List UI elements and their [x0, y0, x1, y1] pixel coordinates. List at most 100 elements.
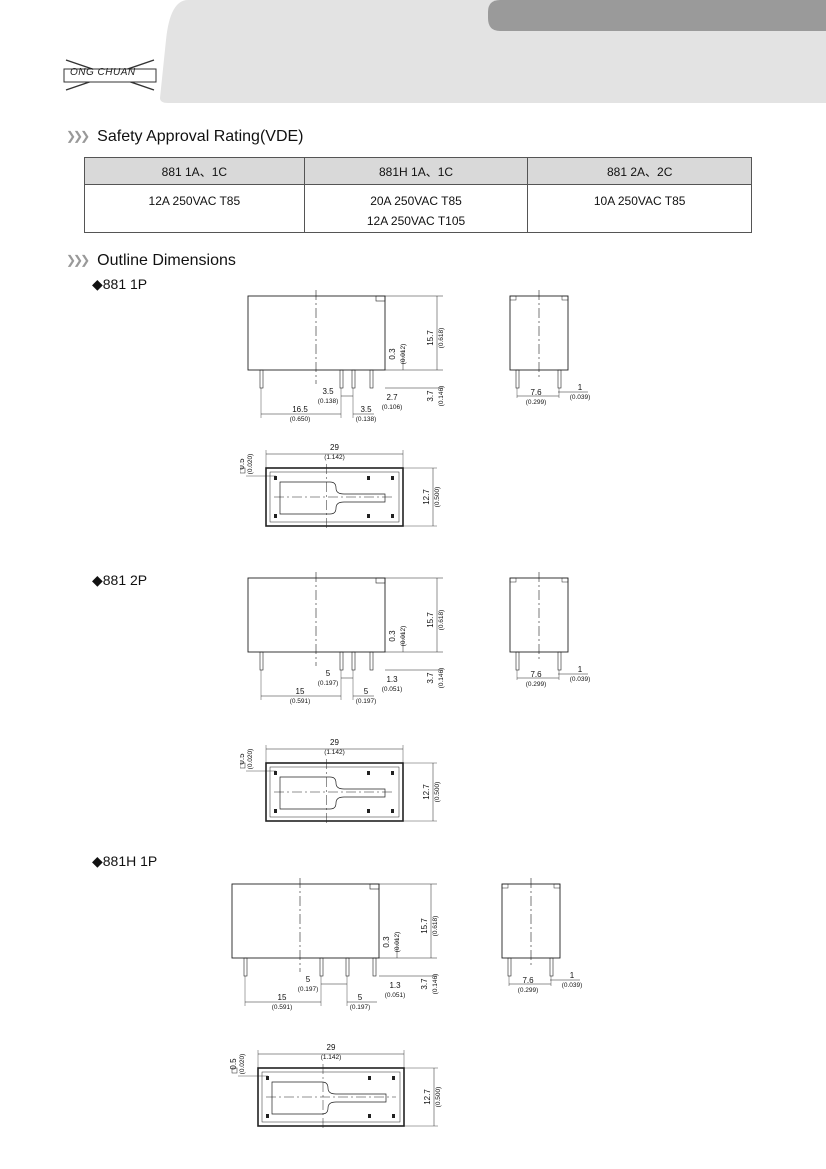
dim-text: (0.299) — [518, 987, 539, 994]
pin — [259, 369, 264, 389]
pin — [515, 369, 520, 389]
pin — [515, 651, 520, 671]
dim-text: 3.5 — [322, 387, 334, 396]
dim-text: 0.5 — [229, 1058, 238, 1070]
dim-text: 0.3 — [388, 348, 397, 360]
pin — [549, 957, 554, 977]
dim-text: 15 — [278, 993, 287, 1002]
pin — [557, 651, 562, 671]
pin — [557, 369, 562, 389]
pin — [507, 957, 512, 977]
dim-text: (0.138) — [318, 398, 339, 405]
pin-mark — [392, 1076, 395, 1080]
top-body-outline — [265, 467, 404, 527]
dim-text: 12.7 — [423, 1089, 432, 1105]
dim-text: 3.7 — [426, 672, 435, 684]
dim-text: (0.591) — [290, 698, 311, 705]
pin — [339, 369, 344, 389]
corner-notch — [561, 577, 569, 583]
table-header-row: 881 1A、1C 881H 1A、1C 881 2A、2C — [84, 157, 752, 185]
chevron-right-icon: ❯❯❯ — [66, 129, 90, 143]
dim-text: (0.650) — [290, 416, 311, 423]
table-header-cell: 881 1A、1C — [84, 157, 305, 185]
dim-text: 1 — [578, 383, 583, 392]
dim-text: 29 — [327, 1043, 336, 1052]
side-view-drawing-2: 15.7(0.618)3.7(0.146)0.3(0.012)15(0.591)… — [247, 572, 445, 705]
dim-text: (0.197) — [318, 680, 339, 687]
pin — [351, 651, 356, 671]
dim-text: (0.106) — [382, 404, 403, 411]
dim-text: 5 — [306, 975, 311, 984]
dim-text: (0.299) — [526, 399, 547, 406]
company-logo — [63, 59, 157, 91]
dim-text: (0.618) — [438, 610, 445, 631]
chevron-right-icon: ❯❯❯ — [66, 253, 90, 267]
keyhole-outline — [279, 481, 386, 515]
safety-rating-table: 881 1A、1C 881H 1A、1C 881 2A、2C 12A 250VA… — [84, 157, 752, 233]
dim-text: (0.500) — [435, 1087, 442, 1108]
pin — [372, 957, 377, 977]
inner-outline — [269, 471, 400, 523]
pin-mark — [391, 771, 394, 775]
inner-outline — [269, 766, 400, 818]
safety-heading-text: Safety Approval Rating(VDE) — [97, 128, 304, 145]
top-body-outline — [257, 1067, 405, 1127]
pin-mark — [391, 476, 394, 480]
pin-mark — [367, 514, 370, 518]
pin-mark — [391, 514, 394, 518]
pin-mark — [367, 809, 370, 813]
dim-text: 1.3 — [389, 981, 401, 990]
side-view-drawing-3: 15.7(0.618)3.7(0.146)0.3(0.012)15(0.591)… — [231, 878, 439, 1011]
end-view-drawing-2: 7.6(0.299)1(0.039) — [509, 572, 590, 688]
dim-text: (0.138) — [356, 416, 377, 423]
dim-text: (0.618) — [438, 328, 445, 349]
pin-mark — [367, 476, 370, 480]
dim-text: 0.3 — [382, 936, 391, 948]
dim-text: (0.020) — [247, 454, 254, 475]
dim-text: (0.197) — [298, 986, 319, 993]
dim-text: 7.6 — [530, 388, 542, 397]
pin — [345, 957, 350, 977]
outline-heading-text: Outline Dimensions — [97, 252, 236, 269]
dim-text: 5 — [358, 993, 363, 1002]
dim-text: 7.6 — [522, 976, 534, 985]
dim-text: (0.299) — [526, 681, 547, 688]
dim-text: 1.3 — [386, 675, 398, 684]
keyhole-outline — [271, 1081, 387, 1115]
relay-body-outline — [247, 577, 386, 653]
dim-text: (0.051) — [382, 686, 403, 693]
dim-text: 3.7 — [420, 978, 429, 990]
inner-outline — [261, 1071, 401, 1123]
dim-text: (0.012) — [400, 626, 407, 647]
relay-body-outline — [247, 295, 386, 371]
top-view-drawing-3: 29(1.142)12.7(0.500)0.5(0.020) — [229, 1043, 442, 1130]
dim-text: 12.7 — [422, 489, 431, 505]
top-body-outline — [265, 762, 404, 822]
dim-text: 15 — [296, 687, 305, 696]
dim-text: 29 — [330, 738, 339, 747]
pin — [243, 957, 248, 977]
pin-mark — [368, 1114, 371, 1118]
table-cell: 10A 250VAC T85 — [527, 184, 752, 233]
pin — [369, 369, 374, 389]
dim-text: 5 — [364, 687, 369, 696]
table-header-cell: 881H 1A、1C — [303, 157, 529, 185]
dim-text: (0.500) — [434, 782, 441, 803]
dim-text: (0.051) — [385, 992, 406, 999]
pin-mark — [391, 809, 394, 813]
dim-text: (1.142) — [324, 454, 345, 461]
table-cell: 12A 250VAC T85 — [84, 184, 305, 233]
pin-mark — [266, 1076, 269, 1080]
table-cell: 20A 250VAC T85 12A 250VAC T105 — [303, 184, 529, 233]
dim-text: 15.7 — [420, 918, 429, 934]
dim-text: 2.7 — [386, 393, 398, 402]
cell-line: 10A 250VAC T85 — [593, 194, 686, 208]
dim-text: 7.6 — [530, 670, 542, 679]
pin-mark — [266, 1114, 269, 1118]
dim-text: (0.591) — [272, 1004, 293, 1011]
dim-text: 0.5 — [240, 458, 246, 470]
dim-text: 15.7 — [426, 330, 435, 346]
variant-label-1: ◆881 1P — [92, 276, 148, 292]
corner-notch — [509, 577, 517, 583]
dim-text: 0.5 — [240, 753, 246, 765]
